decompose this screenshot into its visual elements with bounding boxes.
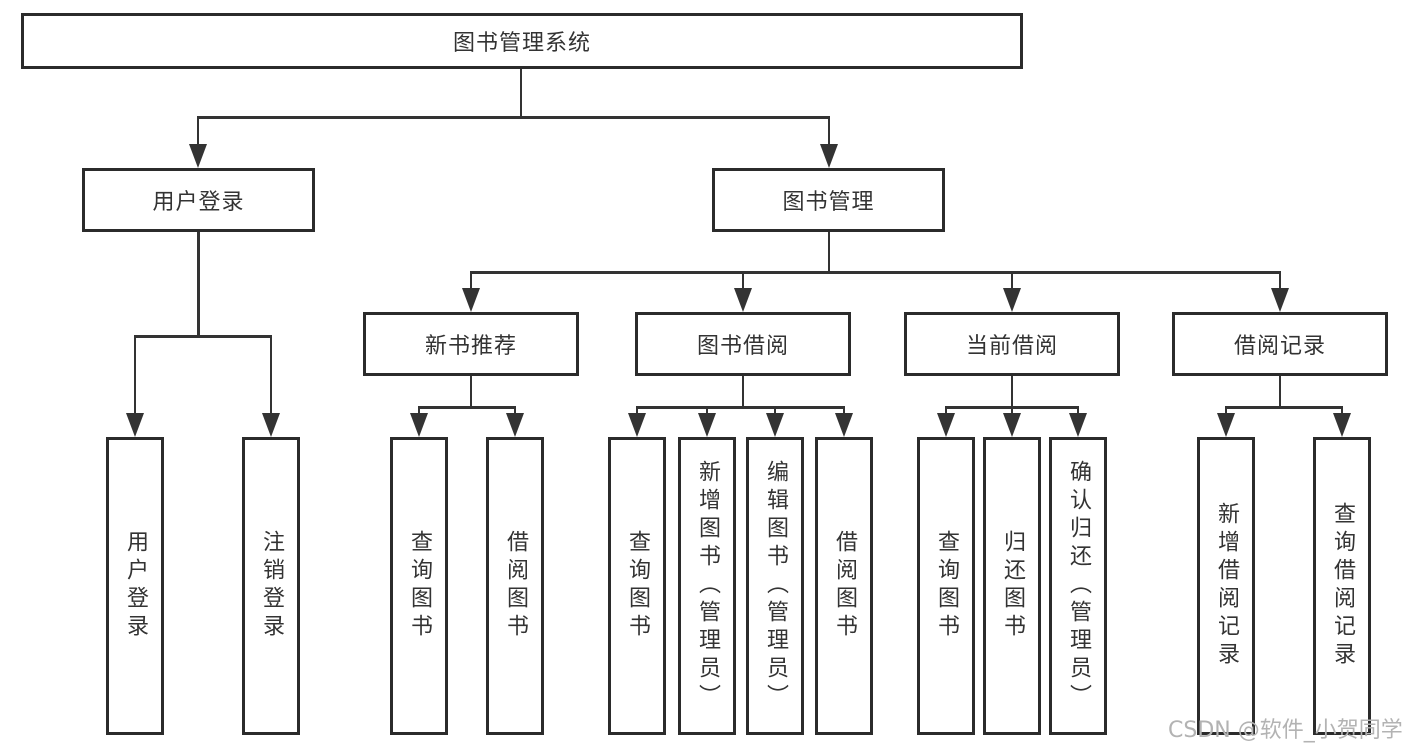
connector-line bbox=[1278, 271, 1282, 290]
connector-line bbox=[842, 406, 846, 416]
arrow-down-icon bbox=[462, 288, 480, 312]
node-book-management-label: 图书管理 bbox=[782, 190, 875, 215]
arrow-down-icon bbox=[126, 413, 144, 437]
arrow-down-icon bbox=[937, 413, 955, 437]
leaf-records-add-record: 新增借阅记录 bbox=[1197, 437, 1255, 735]
arrow-down-icon bbox=[1271, 288, 1289, 312]
arrow-down-icon bbox=[1069, 413, 1087, 437]
connector-line bbox=[470, 271, 1281, 274]
leaf-logout: 注销登录 bbox=[242, 437, 300, 735]
node-user-login: 用户登录 bbox=[82, 168, 315, 232]
node-book-borrowing-label: 图书借阅 bbox=[696, 334, 789, 359]
node-current-borrowing-label: 当前借阅 bbox=[965, 334, 1058, 359]
connector-line bbox=[513, 406, 517, 416]
leaf-current-return-books: 归还图书 bbox=[983, 437, 1041, 735]
connector-line bbox=[1278, 376, 1282, 408]
leaf-current-return-books-label: 归还图书 bbox=[1000, 530, 1025, 642]
leaf-current-query-books-label: 查询图书 bbox=[934, 530, 959, 642]
connector-line bbox=[1340, 406, 1344, 416]
connector-line bbox=[133, 335, 137, 415]
arrow-down-icon bbox=[506, 413, 524, 437]
connector-line bbox=[944, 406, 948, 416]
arrow-down-icon bbox=[698, 413, 716, 437]
arrow-down-icon bbox=[1003, 288, 1021, 312]
connector-line bbox=[1076, 406, 1080, 416]
connector-line bbox=[741, 376, 745, 408]
leaf-borrowing-query-books: 查询图书 bbox=[608, 437, 666, 735]
connector-line bbox=[197, 116, 830, 119]
leaf-borrowing-borrow-books-label: 借阅图书 bbox=[832, 530, 857, 642]
connector-line bbox=[1010, 406, 1014, 416]
node-current-borrowing: 当前借阅 bbox=[904, 312, 1120, 376]
node-borrowing-records-label: 借阅记录 bbox=[1233, 334, 1326, 359]
node-new-book-recommendation-label: 新书推荐 bbox=[424, 334, 517, 359]
leaf-borrowing-add-book-admin-label: 新增图书（管理员） bbox=[695, 460, 720, 712]
node-new-book-recommendation: 新书推荐 bbox=[363, 312, 579, 376]
node-borrowing-records: 借阅记录 bbox=[1172, 312, 1388, 376]
connector-line bbox=[635, 406, 639, 416]
leaf-records-add-record-label: 新增借阅记录 bbox=[1214, 502, 1239, 670]
arrow-down-icon bbox=[835, 413, 853, 437]
leaf-borrowing-add-book-admin: 新增图书（管理员） bbox=[678, 437, 736, 735]
connector-line bbox=[636, 406, 845, 409]
connector-line bbox=[417, 406, 421, 416]
node-book-borrowing: 图书借阅 bbox=[635, 312, 851, 376]
node-user-login-label: 用户登录 bbox=[152, 190, 245, 215]
leaf-recommend-borrow-books: 借阅图书 bbox=[486, 437, 544, 735]
connector-line bbox=[827, 232, 831, 273]
leaf-user-login-label: 用户登录 bbox=[123, 530, 148, 642]
connector-line bbox=[773, 406, 777, 416]
leaf-user-login: 用户登录 bbox=[106, 437, 164, 735]
connector-line bbox=[1225, 406, 1343, 409]
connector-line bbox=[196, 116, 200, 146]
connector-line bbox=[741, 271, 745, 290]
arrow-down-icon bbox=[820, 144, 838, 168]
leaf-recommend-query-books: 查询图书 bbox=[390, 437, 448, 735]
arrow-down-icon bbox=[628, 413, 646, 437]
watermark: CSDN @软件_小贺同学 bbox=[1168, 718, 1403, 743]
connector-line bbox=[469, 271, 473, 290]
leaf-current-confirm-return-admin: 确认归还（管理员） bbox=[1049, 437, 1107, 735]
arrow-down-icon bbox=[1333, 413, 1351, 437]
arrow-down-icon bbox=[1003, 413, 1021, 437]
connector-line bbox=[134, 335, 272, 338]
connector-line bbox=[197, 232, 200, 336]
leaf-borrowing-edit-book-admin: 编辑图书（管理员） bbox=[746, 437, 804, 735]
arrow-down-icon bbox=[410, 413, 428, 437]
node-root: 图书管理系统 bbox=[21, 13, 1023, 69]
leaf-records-query-record: 查询借阅记录 bbox=[1313, 437, 1371, 735]
arrow-down-icon bbox=[766, 413, 784, 437]
node-book-management: 图书管理 bbox=[712, 168, 945, 232]
connector-line bbox=[469, 376, 473, 408]
arrow-down-icon bbox=[189, 144, 207, 168]
arrow-down-icon bbox=[262, 413, 280, 437]
connector-line bbox=[705, 406, 709, 416]
connector-line bbox=[1010, 271, 1014, 290]
node-root-label: 图书管理系统 bbox=[452, 31, 591, 56]
connector-line bbox=[418, 406, 516, 409]
leaf-borrowing-edit-book-admin-label: 编辑图书（管理员） bbox=[763, 460, 788, 712]
leaf-recommend-query-books-label: 查询图书 bbox=[407, 530, 432, 642]
leaf-records-query-record-label: 查询借阅记录 bbox=[1330, 502, 1355, 670]
arrow-down-icon bbox=[1217, 413, 1235, 437]
connector-line bbox=[827, 116, 831, 146]
leaf-borrowing-query-books-label: 查询图书 bbox=[625, 530, 650, 642]
connector-line bbox=[519, 69, 523, 117]
connector-line bbox=[269, 335, 273, 415]
leaf-current-confirm-return-admin-label: 确认归还（管理员） bbox=[1066, 460, 1091, 712]
leaf-current-query-books: 查询图书 bbox=[917, 437, 975, 735]
leaf-borrowing-borrow-books: 借阅图书 bbox=[815, 437, 873, 735]
arrow-down-icon bbox=[734, 288, 752, 312]
connector-line bbox=[1224, 406, 1228, 416]
leaf-logout-label: 注销登录 bbox=[259, 530, 284, 642]
connector-line bbox=[1010, 376, 1014, 408]
leaf-recommend-borrow-books-label: 借阅图书 bbox=[503, 530, 528, 642]
